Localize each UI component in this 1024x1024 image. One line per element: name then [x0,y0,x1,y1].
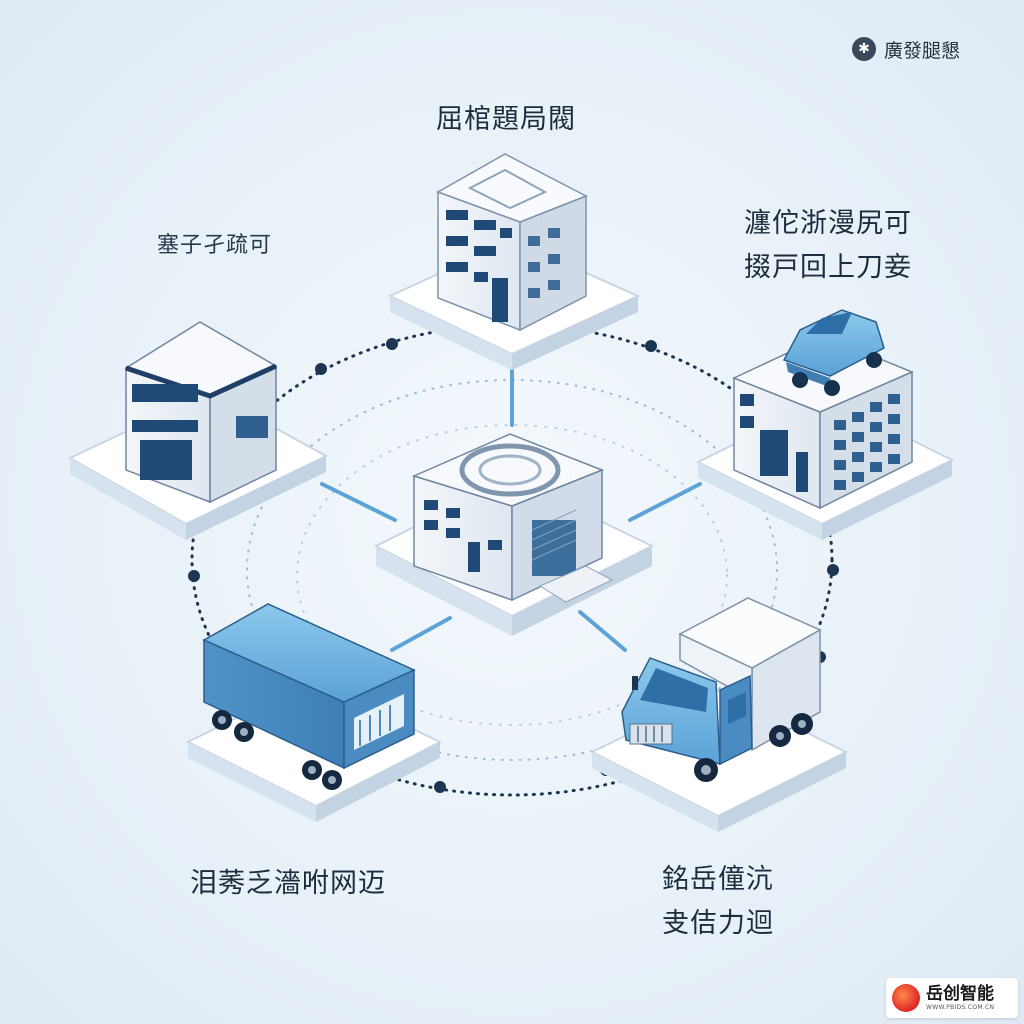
car-on-building-icon [695,309,955,540]
bottom-left-node-label: 泪莠乏濇咐网迈 [190,868,386,899]
left-node-label: 塞子孑疏可 [157,233,273,258]
gear-icon: ✱ [852,37,876,61]
top-node-label: 屈棺題局閥 [436,104,576,135]
box-truck-icon [589,597,849,832]
brand-logo: 岳创智能 WWW.PBIDS.COM.CN [886,978,1018,1018]
warehouse-icon [67,321,329,540]
corner-badge-text: 廣發腿懇 [884,39,961,62]
distribution-center-icon [373,433,655,636]
car-icon [782,309,885,396]
brand-mark-icon [892,984,920,1012]
right-node-label-line1: 瀍佗浙漫尻可 [744,208,912,239]
corner-badge: ✱ 廣發腿懇 [852,34,960,64]
truck-trailer-icon [185,603,443,822]
office-building-icon [387,153,641,370]
bottom-right-node-label-line2: 叏佶力迴 [662,908,774,939]
brand-name: 岳创智能 [926,983,994,1004]
right-node-label-line2: 掇戸回上刀妾 [744,252,912,283]
network-ring [190,323,834,797]
bottom-right-node-label-line1: 銘岳僮沆 [662,864,774,895]
brand-url: WWW.PBIDS.COM.CN [926,1003,995,1011]
hub-spokes [320,348,702,652]
